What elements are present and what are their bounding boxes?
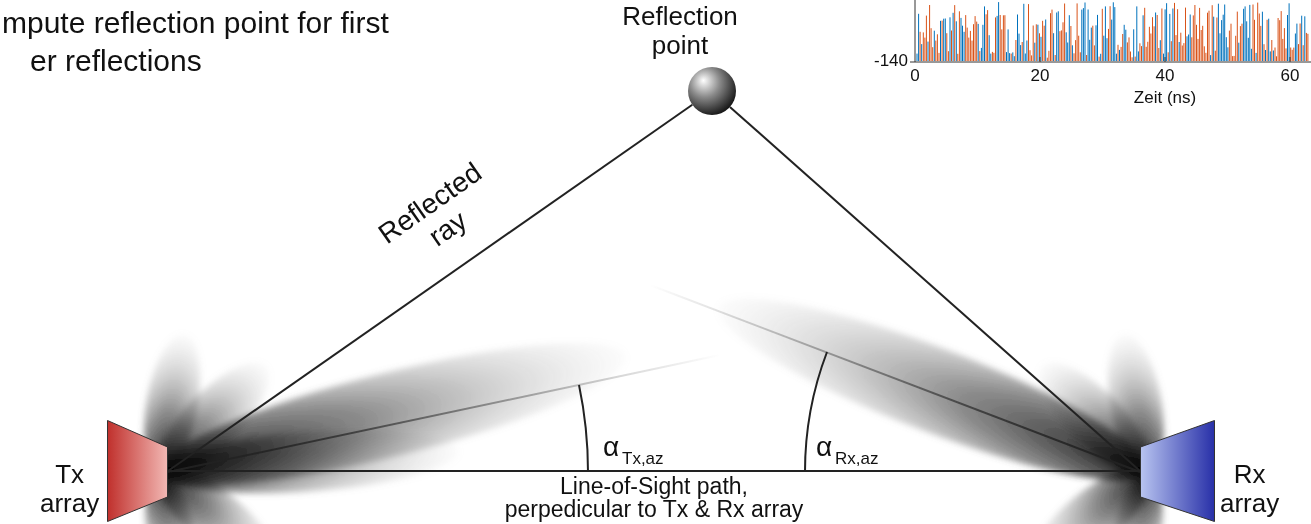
- array-trapezoid: [1140, 420, 1215, 522]
- edge-label: Reflected ray: [373, 156, 506, 275]
- ray-line: [730, 107, 1140, 471]
- node-label: Tx array: [40, 460, 99, 518]
- node-label: Rx array: [1220, 460, 1279, 518]
- axis-tick-label: 40: [1156, 67, 1175, 86]
- sphere: [687, 66, 737, 116]
- ray-line: [168, 105, 692, 471]
- array-trapezoid: [107, 420, 168, 522]
- heading-text: er reflections: [30, 44, 202, 77]
- angle-subscript: Tx,az: [622, 450, 664, 469]
- edge-label: Line-of-Sight path, perpedicular to Tx &…: [502, 475, 806, 522]
- angle-subscript: Rx,az: [835, 450, 878, 469]
- chart-axes: [910, 0, 1311, 62]
- angle-symbol: α: [816, 432, 832, 463]
- reflection-point: Reflection point: [600, 2, 760, 120]
- axis-tick-label: -140: [874, 52, 908, 71]
- axis-tick-label: 20: [1031, 67, 1050, 86]
- node-label: Reflection point: [622, 2, 738, 60]
- chart-trace: [917, 2, 1308, 61]
- axis-title: Zeit (ns): [1134, 89, 1196, 108]
- antenna-array: Rx array: [1135, 415, 1305, 524]
- rx-beam-axis: [650, 285, 1140, 472]
- ray-line: [168, 470, 1140, 472]
- antenna-array: Tx array: [40, 415, 170, 524]
- angle-symbol: α: [603, 432, 619, 463]
- tx-angle-arc: [579, 385, 588, 472]
- heading-text: mpute reflection point for first: [2, 6, 389, 39]
- axis-tick-label: 0: [910, 67, 919, 86]
- axis-tick-label: 60: [1281, 67, 1300, 86]
